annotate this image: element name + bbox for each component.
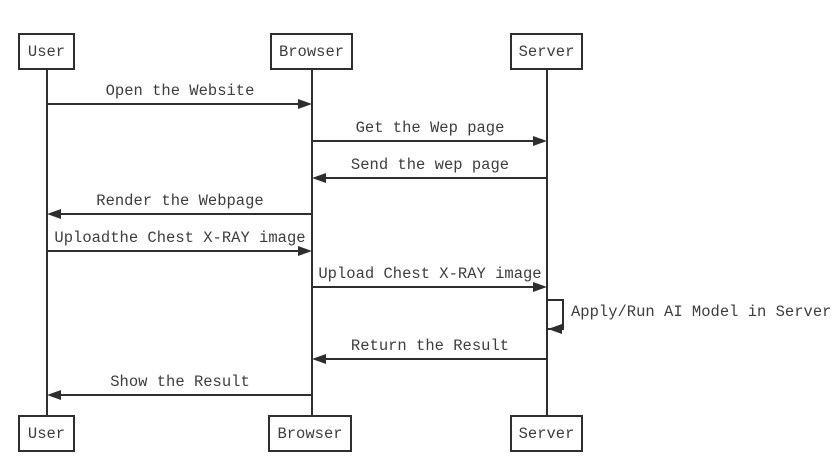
- message-label-upload-chest-xray-image: Upload Chest X-RAY image: [318, 265, 542, 283]
- message-line-return-the-result: [325, 358, 547, 360]
- arrowhead-right-icon: [298, 246, 312, 256]
- message-label-get-the-wep-page: Get the Wep page: [355, 119, 505, 137]
- actor-label-server-top: Server: [518, 42, 575, 61]
- message-line-get-the-wep-page: [312, 140, 534, 142]
- message-label-render-the-webpage: Render the Webpage: [96, 192, 264, 210]
- actor-box-browser-top: Browser: [270, 33, 353, 70]
- arrowhead-left-icon: [548, 324, 562, 334]
- actor-box-user-top: User: [18, 33, 75, 70]
- actor-label-server-bottom: Server: [518, 424, 575, 443]
- message-label-send-the-wep-page: Send the wep page: [350, 156, 510, 174]
- actor-box-server-top: Server: [510, 33, 583, 70]
- message-label-open-the-website: Open the Website: [105, 82, 255, 100]
- message-line-upload-chest-xray-image: [312, 286, 534, 288]
- message-line-upload-the-chest-xray-image: [47, 250, 299, 252]
- message-label-apply-run-ai-model: Apply/Run AI Model in Server: [571, 303, 832, 321]
- lifeline-server: [546, 70, 548, 415]
- arrowhead-right-icon: [533, 282, 547, 292]
- actor-label-user-top: User: [27, 42, 66, 61]
- actor-box-server-bottom: Server: [510, 415, 583, 452]
- message-line-send-the-wep-page: [325, 177, 547, 179]
- arrowhead-right-icon: [533, 136, 547, 146]
- message-label-return-the-result: Return the Result: [350, 337, 510, 355]
- message-line-render-the-webpage: [60, 213, 312, 215]
- lifeline-user: [46, 70, 48, 415]
- actor-label-browser-top: Browser: [278, 42, 345, 61]
- actor-box-user-bottom: User: [18, 415, 75, 452]
- message-line-show-the-result: [60, 394, 312, 396]
- actor-label-browser-bottom: Browser: [277, 424, 343, 443]
- actor-label-user-bottom: User: [27, 424, 66, 443]
- message-line-open-the-website: [47, 103, 299, 105]
- arrowhead-left-icon: [312, 354, 326, 364]
- arrowhead-left-icon: [47, 209, 61, 219]
- message-label-upload-the-chest-xray-image: Uploadthe Chest X-RAY image: [54, 229, 306, 247]
- message-label-show-the-result: Show the Result: [110, 373, 250, 391]
- lifeline-browser: [311, 70, 313, 415]
- arrowhead-left-icon: [312, 173, 326, 183]
- arrowhead-right-icon: [298, 99, 312, 109]
- arrowhead-left-icon: [47, 390, 61, 400]
- actor-box-browser-bottom: Browser: [268, 415, 352, 452]
